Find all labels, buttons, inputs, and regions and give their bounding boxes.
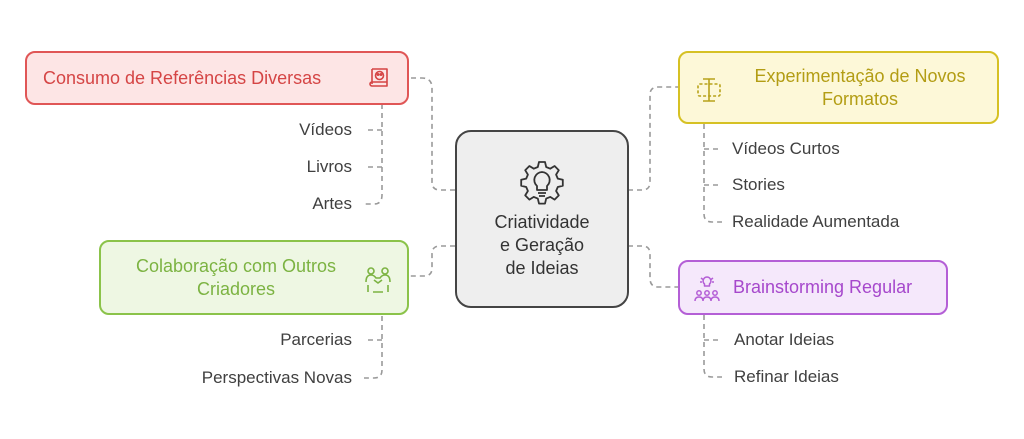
book-palette-icon xyxy=(367,66,393,92)
tl-child-artes: Artes xyxy=(312,194,352,213)
branch-colaboracao-criadores: Colaboração com Outros Criadores xyxy=(99,240,409,315)
center-label-line-2: e Geração xyxy=(499,234,585,255)
tl-child-videos: Vídeos xyxy=(299,120,352,139)
br-child-refinar-ideias: Refinar Ideias xyxy=(734,367,839,386)
br-child-anotar-ideias: Anotar Ideias xyxy=(734,330,835,349)
center-label-line-1: Criatividade xyxy=(494,211,590,232)
tr-child-videos-curtos: Vídeos Curtos xyxy=(732,139,840,158)
connector-center-top-right xyxy=(628,86,678,191)
group-idea-icon xyxy=(692,274,722,304)
branch-experimentacao-formatos: Experimentação de Novos Formatos xyxy=(678,51,999,124)
branch-brainstorming-label: Brainstorming Regular xyxy=(733,277,913,297)
connector-tl-children xyxy=(364,104,383,205)
tr-child-realidade-aumentada: Realidade Aumentada xyxy=(732,212,900,231)
center-label-line-3: de Ideias xyxy=(505,257,579,278)
connector-tr-children xyxy=(703,124,722,223)
format-shapes-icon xyxy=(694,75,724,105)
branch-consumo-label: Consumo de Referências Diversas xyxy=(43,67,322,88)
branch-colaboracao-line-1: Colaboração com Outros xyxy=(135,255,337,276)
connector-br-children xyxy=(703,315,722,378)
tr-child-stories: Stories xyxy=(732,175,785,194)
tl-child-livros: Livros xyxy=(306,157,352,176)
branch-brainstorming-regular: Brainstorming Regular xyxy=(678,260,948,315)
connector-center-bottom-right xyxy=(628,245,678,288)
branch-colaboracao-line-2: Criadores xyxy=(196,278,276,299)
connector-center-top-left xyxy=(408,77,455,191)
branch-consumo-referencias: Consumo de Referências Diversas xyxy=(25,51,409,105)
connector-bl-children xyxy=(364,316,383,379)
branch-experimentacao-line-1: Experimentação de Novos xyxy=(754,65,966,86)
handshake-people-icon xyxy=(363,265,393,295)
bl-child-perspectivas-novas: Perspectivas Novas xyxy=(201,368,352,387)
branch-experimentacao-line-2: Formatos xyxy=(821,88,899,109)
center-node: Criatividade e Geração de Ideias xyxy=(455,130,629,308)
connector-center-bottom-left xyxy=(408,245,455,277)
gear-lightbulb-icon xyxy=(519,159,565,205)
bl-child-parcerias: Parcerias xyxy=(280,330,352,349)
